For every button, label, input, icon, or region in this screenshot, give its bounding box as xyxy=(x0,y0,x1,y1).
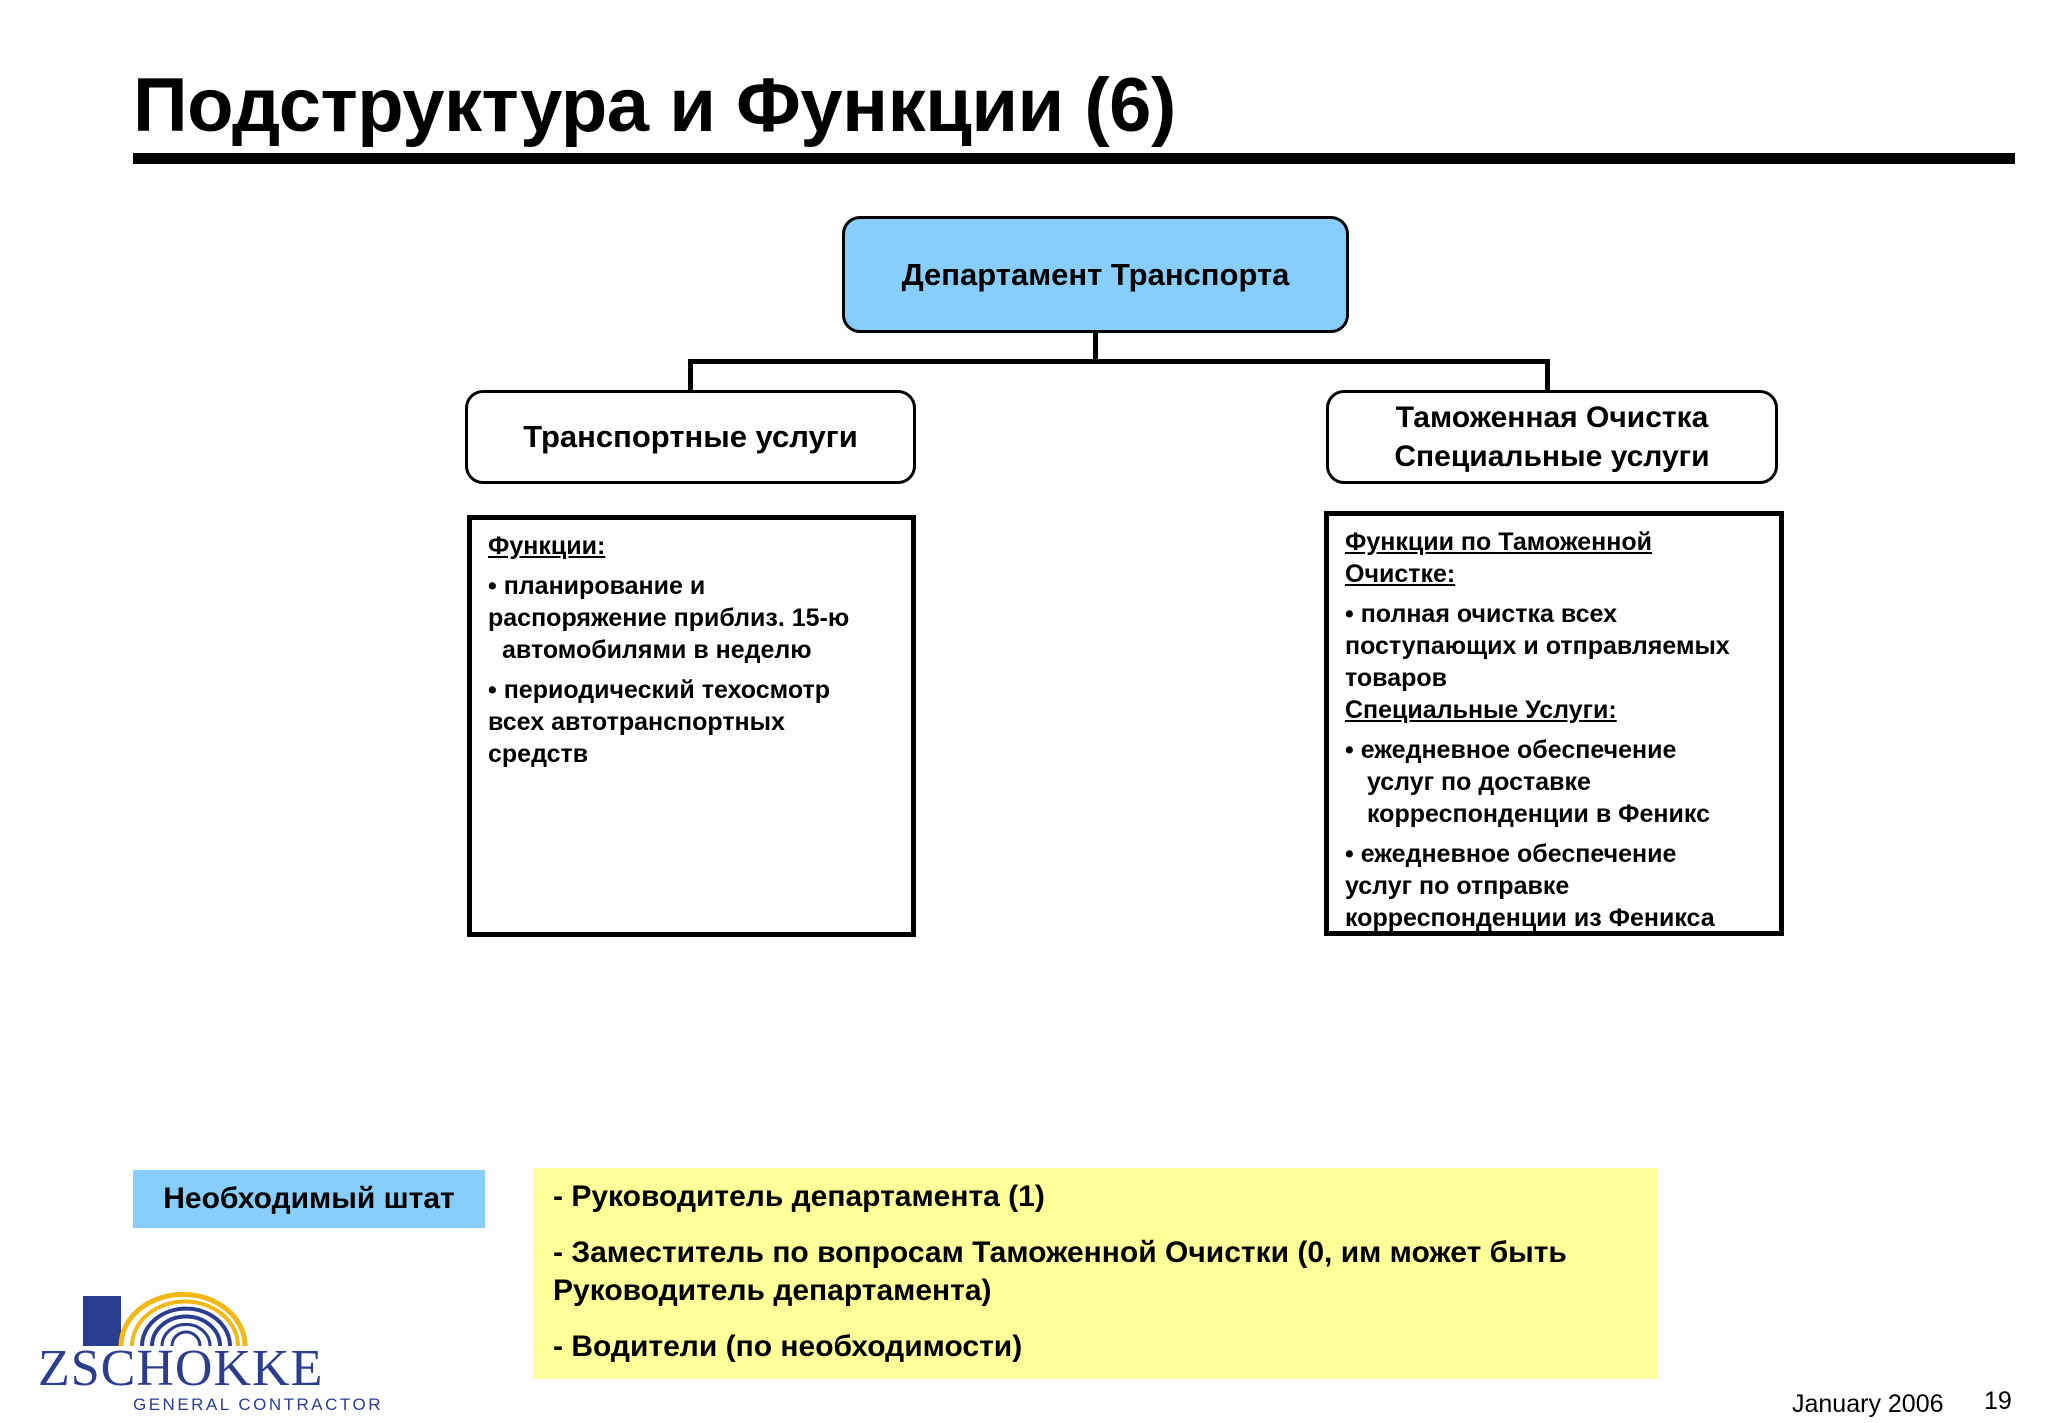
text-line: корреспонденции в Феникс xyxy=(1367,800,1710,828)
page-number: 19 xyxy=(1984,1387,2012,1415)
staff-line: - Водители (по необходимости) xyxy=(553,1330,1023,1363)
functions-header: Функции по Таможенной Очистке: xyxy=(1345,526,1763,590)
text-line: распоряжение приблиз. 15-ю xyxy=(488,604,850,632)
text-line: Функции по Таможенной xyxy=(1345,528,1653,556)
staff-label-text: Необходимый штат xyxy=(163,1182,455,1215)
text-line: • ежедневное обеспечение xyxy=(1345,840,1677,868)
title-underline xyxy=(133,153,2015,164)
staff-line: Руководитель департамента) xyxy=(553,1274,992,1307)
function-item: • ежедневное обеспечение услуг по достав… xyxy=(1345,734,1763,830)
functions-subheader: Специальные Услуги: xyxy=(1345,696,1617,724)
logo-wordmark: ZSCHOKKE xyxy=(38,1340,324,1397)
org-node-label: Департамент Транспорта xyxy=(901,256,1290,292)
connector-left-down xyxy=(688,359,693,392)
text-line: средств xyxy=(488,740,589,768)
connector-right-down xyxy=(1545,359,1550,392)
logo-tagline: GENERAL CONTRACTOR xyxy=(133,1395,383,1414)
connector-horizontal xyxy=(688,359,1550,364)
text-line: товаров xyxy=(1345,664,1448,692)
functions-box-customs: Функции по Таможенной Очистке: • полная … xyxy=(1324,511,1784,936)
zschokke-logo-mark xyxy=(83,1291,248,1347)
text-line: автомобилями в неделю xyxy=(502,636,812,664)
text-line: • ежедневное обеспечение xyxy=(1345,736,1677,764)
page-title: Подструктура и Функции (6) xyxy=(133,63,1176,148)
text-line: услуг по доставке xyxy=(1367,768,1591,796)
connector-root-down xyxy=(1093,333,1098,362)
text-line: всех автотранспортных xyxy=(488,708,785,736)
function-item: • планирование и распоряжение приблиз. 1… xyxy=(488,570,895,666)
text-line: услуг по отправке xyxy=(1345,872,1570,900)
org-node-label-line: Специальные услуги xyxy=(1394,440,1710,473)
org-node-customs-special: Таможенная Очистка Специальные услуги xyxy=(1326,390,1778,484)
org-node-transport-services: Транспортные услуги xyxy=(465,390,916,484)
function-item: • ежедневное обеспечение услуг по отправ… xyxy=(1345,838,1763,934)
org-node-transport-department: Департамент Транспорта xyxy=(842,216,1349,333)
text-line: корреспонденции из Феникса xyxy=(1345,904,1715,932)
org-node-label: Транспортные услуги xyxy=(523,419,858,454)
functions-header: Функции: xyxy=(488,532,606,560)
staff-label: Необходимый штат xyxy=(133,1170,485,1228)
function-item: • периодический техосмотр всех автотранс… xyxy=(488,674,895,770)
text-line: поступающих и отправляемых xyxy=(1345,632,1730,660)
text-line: Очистке: xyxy=(1345,560,1456,588)
text-line: • периодический техосмотр xyxy=(488,676,830,704)
text-line: • полная очистка всех xyxy=(1345,600,1618,628)
staff-line: - Заместитель по вопросам Таможенной Очи… xyxy=(553,1236,1567,1269)
org-node-label-line: Таможенная Очистка xyxy=(1395,401,1709,434)
text-line: • планирование и xyxy=(488,572,706,600)
footer-date: January 2006 xyxy=(1792,1390,1944,1418)
functions-box-transport: Функции: • планирование и распоряжение п… xyxy=(467,515,916,937)
function-item: • полная очистка всех поступающих и отпр… xyxy=(1345,598,1763,694)
staff-list: - Руководитель департамента (1) - Замест… xyxy=(533,1168,1657,1379)
staff-line: - Руководитель департамента (1) xyxy=(553,1180,1045,1213)
